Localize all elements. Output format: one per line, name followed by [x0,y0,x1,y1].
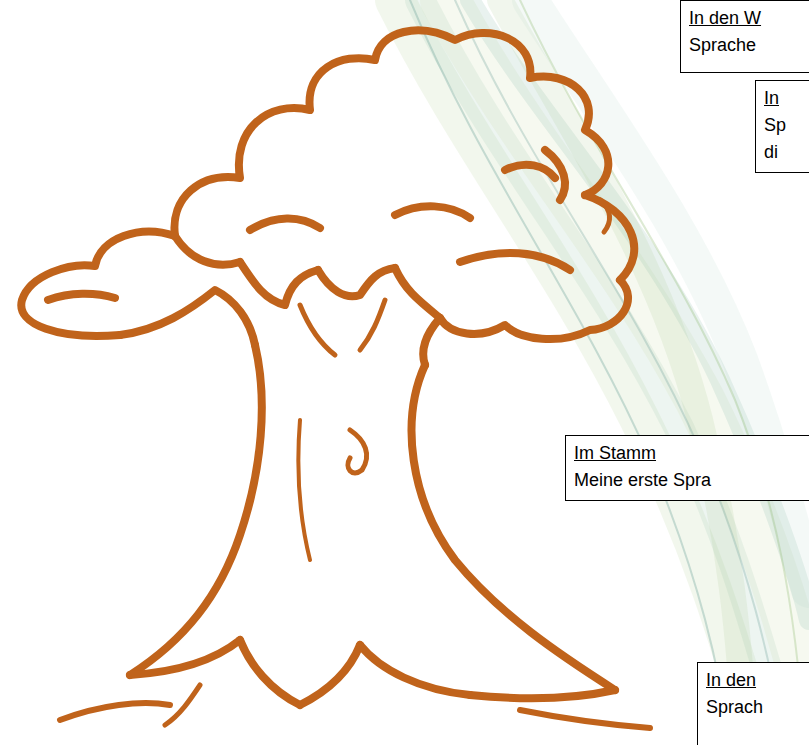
tree-outline [21,30,650,728]
box-body: Meine erste Spra [574,467,805,494]
box-heading: In den [706,667,805,694]
text-box: In denSprach [697,662,809,745]
box-body: Sp di [764,112,798,166]
text-box: InSp di [755,80,809,173]
box-body: Sprach [706,694,805,721]
box-heading: Im Stamm [574,440,805,467]
box-body: Sprache [689,32,805,59]
text-box: Im StammMeine erste Spra [565,435,809,501]
text-box: In den WSprache [680,0,809,73]
box-heading: In [764,85,798,112]
background-waves [395,0,809,745]
box-heading: In den W [689,5,805,32]
